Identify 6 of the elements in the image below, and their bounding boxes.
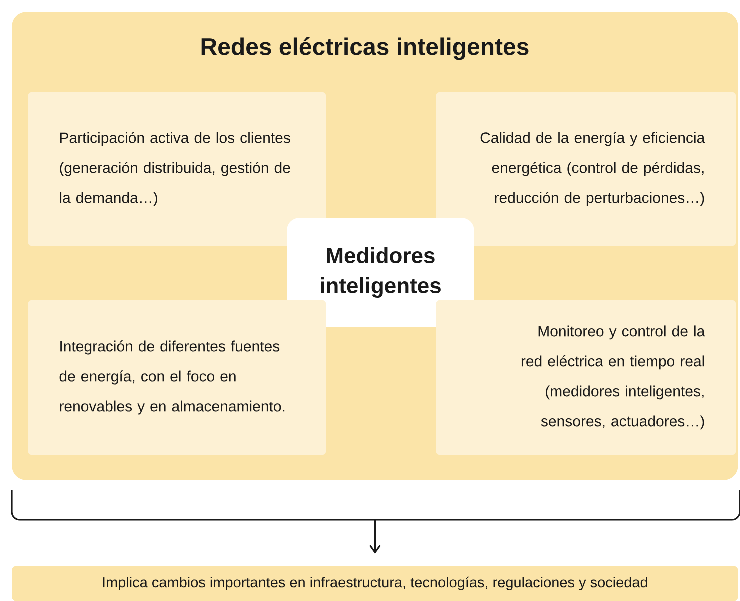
text-box: Monitoreo y control de la red eléctrica en tiempo real (medidores inteligentes, sensores, actuadores…)	[436, 300, 736, 456]
arrow	[370, 520, 381, 554]
text-box: Integración de diferentes fuentes de energía, con el foco en renovables y en almacenamiento.	[28, 300, 326, 456]
text-box: Calidad de la energía y eficiencia energética (control de pérdidas, reducción de perturbaciones…)	[436, 92, 736, 246]
text-box: Participación activa de los clientes (generación distribuida, gestión de la demanda…)	[28, 92, 326, 246]
result-box: Implica cambios importantes en infraestructura, tecnologías, regulaciones y sociedad	[12, 566, 738, 601]
